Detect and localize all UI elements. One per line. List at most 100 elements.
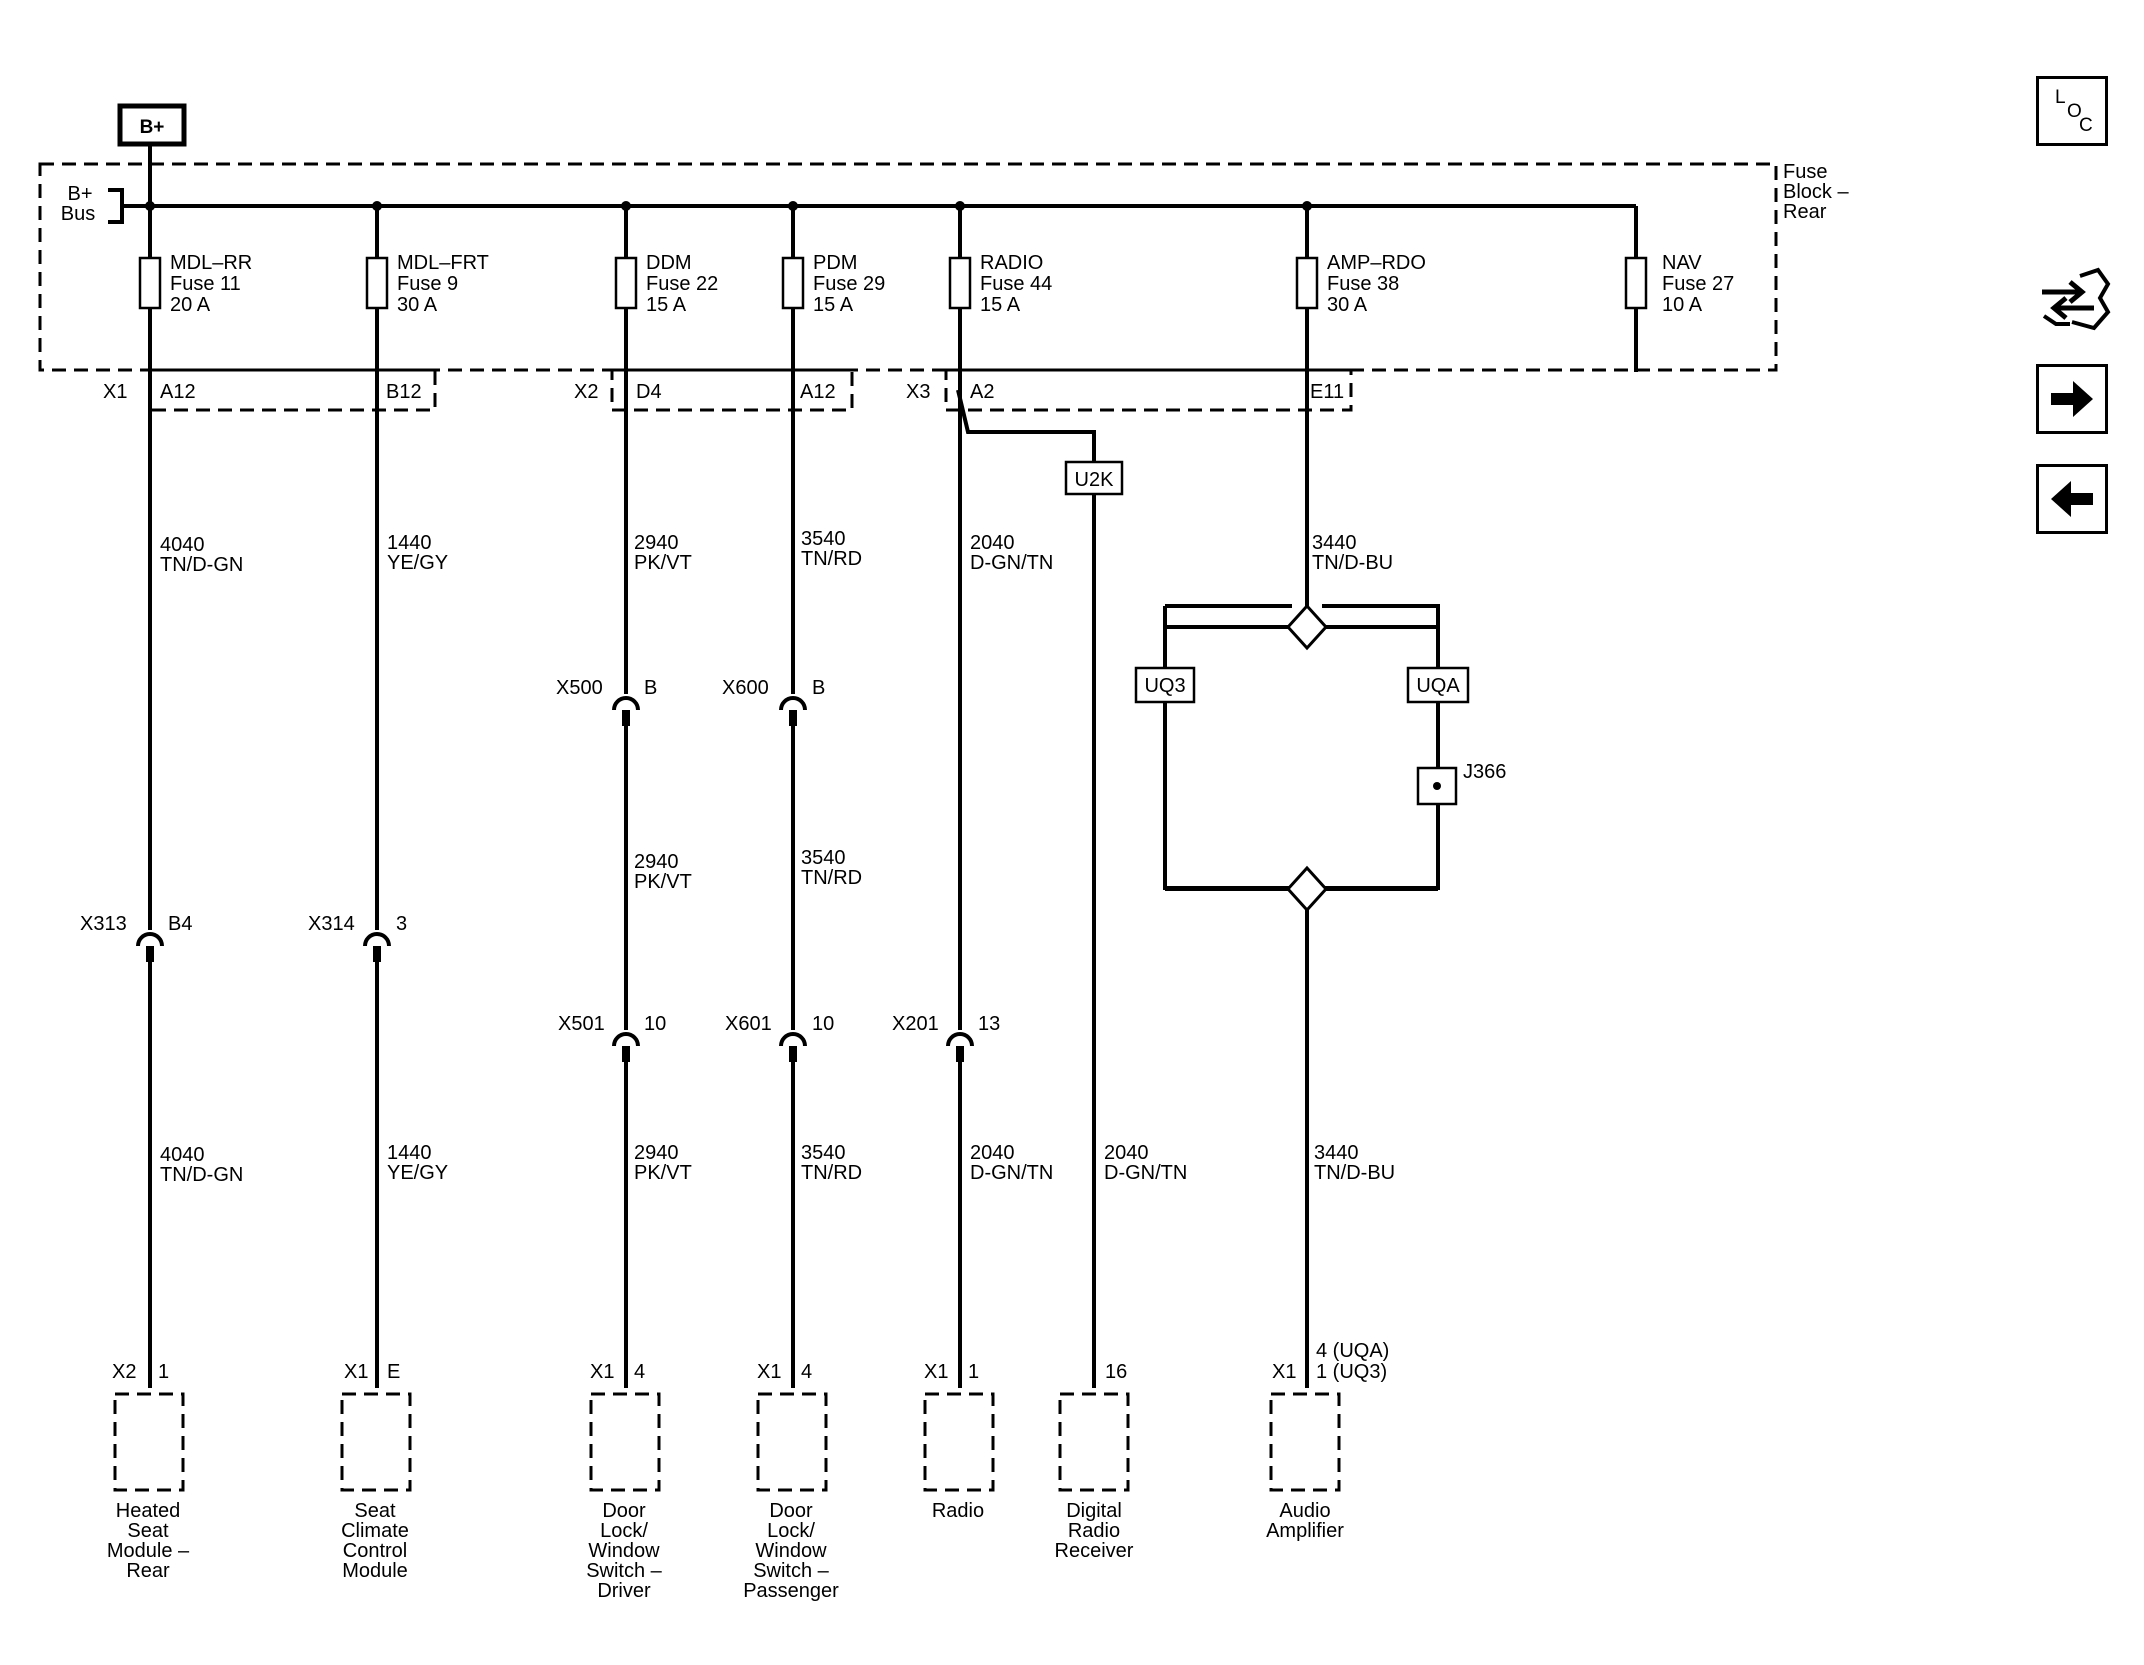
inline-connector-x314-pin: 3 bbox=[396, 913, 407, 935]
fuse-rating: 30 A bbox=[397, 294, 438, 316]
fuse-ddm: DDM Fuse 22 15 A bbox=[614, 206, 718, 1388]
option-u2k-label: U2K bbox=[1075, 469, 1115, 491]
loc-letter-l: L bbox=[2055, 87, 2066, 108]
fuse-name: PDM bbox=[813, 252, 857, 274]
circuit-3540-upper: 3540 bbox=[801, 528, 846, 550]
component-radio: X1 1 Radio bbox=[923, 1361, 995, 1522]
inline-connector-x500-pin: B bbox=[644, 677, 657, 699]
fuse-number: Fuse 11 bbox=[170, 273, 241, 295]
back-arrow-icon bbox=[2051, 481, 2093, 517]
component-pin-label: 4 (UQA) bbox=[1316, 1340, 1389, 1362]
u2k-branch-wire bbox=[956, 389, 1096, 464]
wire-color-4040-lower: TN/D-GN bbox=[160, 1164, 243, 1186]
inline-connector-x501: X501 10 bbox=[558, 1013, 666, 1062]
power-source-box bbox=[117, 103, 187, 147]
component-name-line: Seat bbox=[127, 1520, 169, 1542]
component-audio-amplifier: X1 4 (UQA) 1 (UQ3) Audio Amplifier bbox=[1266, 1340, 1389, 1542]
component-name-line: Window bbox=[588, 1540, 660, 1562]
fuse-number: Fuse 9 bbox=[397, 273, 458, 295]
component-name-line: Switch – bbox=[586, 1560, 662, 1582]
option-split-bottom bbox=[1285, 865, 1329, 913]
component-connector-label: X1 bbox=[757, 1361, 781, 1383]
component-name-line: Seat bbox=[354, 1500, 396, 1522]
block-connector-x3-pin-b: E11 bbox=[1310, 381, 1344, 403]
fuse-amp-rdo: AMP–RDO Fuse 38 30 A bbox=[1295, 206, 1426, 620]
block-connector-x1-pin-b: B12 bbox=[386, 381, 422, 403]
wire-color-3540-middle: TN/RD bbox=[801, 867, 862, 889]
option-uq3-box bbox=[1134, 666, 1196, 704]
inline-connector-x313-pin: B4 bbox=[168, 913, 192, 935]
uq3-loop-left bbox=[1163, 606, 1292, 890]
component-door-lock-window-switch-driver: X1 4 Door Lock/ Window Switch – Driver bbox=[586, 1361, 662, 1602]
fuse-rating: 15 A bbox=[980, 294, 1021, 316]
component-name-line: Driver bbox=[597, 1580, 651, 1602]
component-name-line: Receiver bbox=[1055, 1540, 1134, 1562]
inline-connector-x601: X601 10 bbox=[725, 1013, 834, 1062]
component-name-line: Digital bbox=[1066, 1500, 1122, 1522]
fuse-rating: 15 A bbox=[813, 294, 854, 316]
inline-connector-x201-pin: 13 bbox=[978, 1013, 1000, 1035]
loc-letter-o: O bbox=[2067, 101, 2082, 122]
bus-label-2: Bus bbox=[61, 203, 95, 225]
inline-connector-x601-label: X601 bbox=[725, 1013, 772, 1035]
forward-arrow-icon bbox=[2051, 381, 2093, 417]
circuit-4040-upper: 4040 bbox=[160, 534, 205, 556]
component-connector-label: X1 bbox=[344, 1361, 368, 1383]
location-button[interactable]: L O C bbox=[2036, 76, 2108, 146]
circuit-2040-lower: 2040 bbox=[970, 1142, 1015, 1164]
circuit-1440-upper: 1440 bbox=[387, 532, 432, 554]
circuit-3540-middle: 3540 bbox=[801, 847, 846, 869]
fuse-block-label-1: Fuse bbox=[1783, 161, 1827, 183]
fuse-name: AMP–RDO bbox=[1327, 252, 1426, 274]
inline-connector-x600-pin: B bbox=[812, 677, 825, 699]
fuse-name: MDL–FRT bbox=[397, 252, 489, 274]
fuse-name: RADIO bbox=[980, 252, 1043, 274]
block-connector-x1-pin-a: A12 bbox=[160, 381, 196, 403]
block-connector-x2 bbox=[610, 368, 854, 412]
inline-connector-x500: X500 B bbox=[556, 677, 657, 726]
wire-color-2040-receiver: D-GN/TN bbox=[1104, 1162, 1187, 1184]
fuse-rating: 10 A bbox=[1662, 294, 1703, 316]
component-pin-label-2: 1 (UQ3) bbox=[1316, 1361, 1387, 1383]
wire-color-2940-lower: PK/VT bbox=[634, 1162, 692, 1184]
block-connector-x2-pin-a: D4 bbox=[636, 381, 662, 403]
circuit-2940-lower: 2940 bbox=[634, 1142, 679, 1164]
fuse-radio: RADIO Fuse 44 15 A bbox=[948, 206, 1052, 1388]
block-connector-x3 bbox=[944, 368, 1353, 412]
next-page-button[interactable] bbox=[2036, 364, 2108, 434]
component-connector-label: X1 bbox=[1272, 1361, 1296, 1383]
inline-connector-x600-label: X600 bbox=[722, 677, 769, 699]
component-name-line: Switch – bbox=[753, 1560, 829, 1582]
fuse-name: DDM bbox=[646, 252, 692, 274]
wire-color-4040-upper: TN/D-GN bbox=[160, 554, 243, 576]
component-connector-label: X1 bbox=[924, 1361, 948, 1383]
component-name-line: Audio bbox=[1279, 1500, 1330, 1522]
option-uq3-label: UQ3 bbox=[1144, 675, 1185, 697]
circuit-2040-upper: 2040 bbox=[970, 532, 1015, 554]
bus-bracket bbox=[108, 188, 124, 224]
fuse-number: Fuse 44 bbox=[980, 273, 1052, 295]
circuit-2940-upper: 2940 bbox=[634, 532, 679, 554]
circuit-2040-receiver: 2040 bbox=[1104, 1142, 1149, 1164]
wire-color-2040-lower: D-GN/TN bbox=[970, 1162, 1053, 1184]
component-pin-label: E bbox=[387, 1361, 400, 1383]
circuit-4040-lower: 4040 bbox=[160, 1144, 205, 1166]
component-name-line: Module – bbox=[107, 1540, 190, 1562]
block-connector-x2-label: X2 bbox=[574, 381, 598, 403]
block-connector-x1 bbox=[148, 368, 437, 412]
wire-color-2940-upper: PK/VT bbox=[634, 552, 692, 574]
bus-junction-dots bbox=[145, 201, 1312, 211]
fuse-number: Fuse 22 bbox=[646, 273, 718, 295]
wire-color-3540-lower: TN/RD bbox=[801, 1162, 862, 1184]
splice-j366-dot bbox=[1433, 782, 1441, 790]
component-name-line: Module bbox=[342, 1560, 408, 1582]
previous-page-button[interactable] bbox=[2036, 464, 2108, 534]
component-name-line: Lock/ bbox=[600, 1520, 648, 1542]
component-pin-label: 4 bbox=[634, 1361, 645, 1383]
power-source-label: B+ bbox=[140, 117, 165, 138]
circuit-3440-lower: 3440 bbox=[1314, 1142, 1359, 1164]
uqa-loop-right bbox=[1322, 604, 1440, 890]
wire-color-1440-lower: YE/GY bbox=[387, 1162, 448, 1184]
connector-swap-button[interactable] bbox=[2036, 262, 2112, 338]
